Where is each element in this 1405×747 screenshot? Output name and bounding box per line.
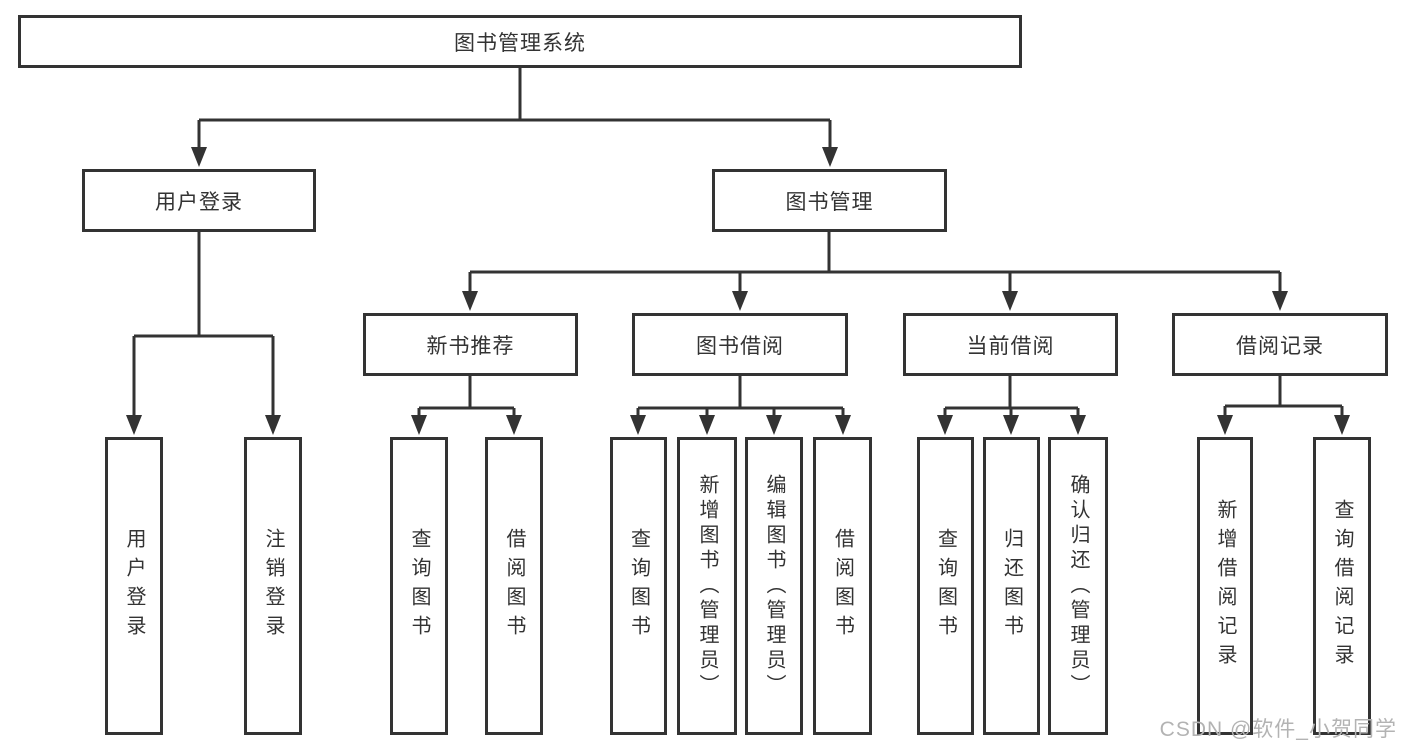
node-new-book-recommend: 新书推荐 <box>363 313 578 376</box>
leaf-record-query-borrow-record-label: 查询借阅记录 <box>1331 499 1353 673</box>
connector-book-management <box>468 232 1282 293</box>
leaf-user-login: 用户登录 <box>105 437 163 735</box>
connector-book-borrow <box>636 376 845 417</box>
connector-user-login <box>132 232 275 417</box>
leaf-borrow-borrow-book-label: 借阅图书 <box>831 528 854 644</box>
leaf-record-add-borrow-record-label: 新增借阅记录 <box>1214 499 1236 673</box>
leaf-recommend-borrow-book-label: 借阅图书 <box>503 528 525 644</box>
leaf-borrow-query-book: 查询图书 <box>610 437 667 735</box>
leaf-current-query-book: 查询图书 <box>917 437 974 735</box>
leaf-borrow-add-book-admin-label: 新增图书（管理员） <box>696 473 718 699</box>
leaf-borrow-edit-book-admin: 编辑图书（管理员） <box>745 437 803 735</box>
leaf-current-return-book-label: 归还图书 <box>1000 528 1023 644</box>
leaf-logout-label: 注销登录 <box>262 528 284 644</box>
connector-new-book-recommend <box>417 376 516 417</box>
leaf-current-query-book-label: 查询图书 <box>934 528 957 644</box>
leaf-recommend-query-book: 查询图书 <box>390 437 448 735</box>
node-current-borrow: 当前借阅 <box>903 313 1118 376</box>
connector-current-borrow <box>943 376 1080 417</box>
leaf-current-confirm-return-admin: 确认归还（管理员） <box>1048 437 1108 735</box>
connector-borrow-record <box>1223 376 1344 417</box>
node-root-label: 图书管理系统 <box>454 31 586 55</box>
node-borrow-record-label: 借阅记录 <box>1236 334 1324 358</box>
node-current-borrow-label: 当前借阅 <box>966 334 1055 358</box>
node-book-borrow: 图书借阅 <box>632 313 848 376</box>
node-book-borrow-label: 图书借阅 <box>696 334 784 358</box>
csdn-watermark: CSDN @软件_小贺同学 <box>1159 718 1397 741</box>
leaf-record-add-borrow-record: 新增借阅记录 <box>1197 437 1253 735</box>
connector-root <box>197 68 832 149</box>
leaf-user-login-label: 用户登录 <box>123 528 145 644</box>
node-new-book-recommend-label: 新书推荐 <box>426 334 515 358</box>
leaf-recommend-query-book-label: 查询图书 <box>408 528 430 644</box>
leaf-current-confirm-return-admin-label: 确认归还（管理员） <box>1067 473 1089 699</box>
node-root: 图书管理系统 <box>18 15 1022 68</box>
node-user-login: 用户登录 <box>82 169 316 232</box>
node-book-management: 图书管理 <box>712 169 947 232</box>
node-user-login-label: 用户登录 <box>155 190 243 214</box>
node-book-management-label: 图书管理 <box>785 190 874 214</box>
leaf-record-query-borrow-record: 查询借阅记录 <box>1313 437 1371 735</box>
leaf-borrow-borrow-book: 借阅图书 <box>813 437 872 735</box>
leaf-borrow-edit-book-admin-label: 编辑图书（管理员） <box>763 473 785 699</box>
leaf-logout: 注销登录 <box>244 437 302 735</box>
leaf-recommend-borrow-book: 借阅图书 <box>485 437 543 735</box>
leaf-borrow-add-book-admin: 新增图书（管理员） <box>677 437 737 735</box>
leaf-current-return-book: 归还图书 <box>983 437 1040 735</box>
leaf-borrow-query-book-label: 查询图书 <box>627 528 650 644</box>
node-borrow-record: 借阅记录 <box>1172 313 1388 376</box>
